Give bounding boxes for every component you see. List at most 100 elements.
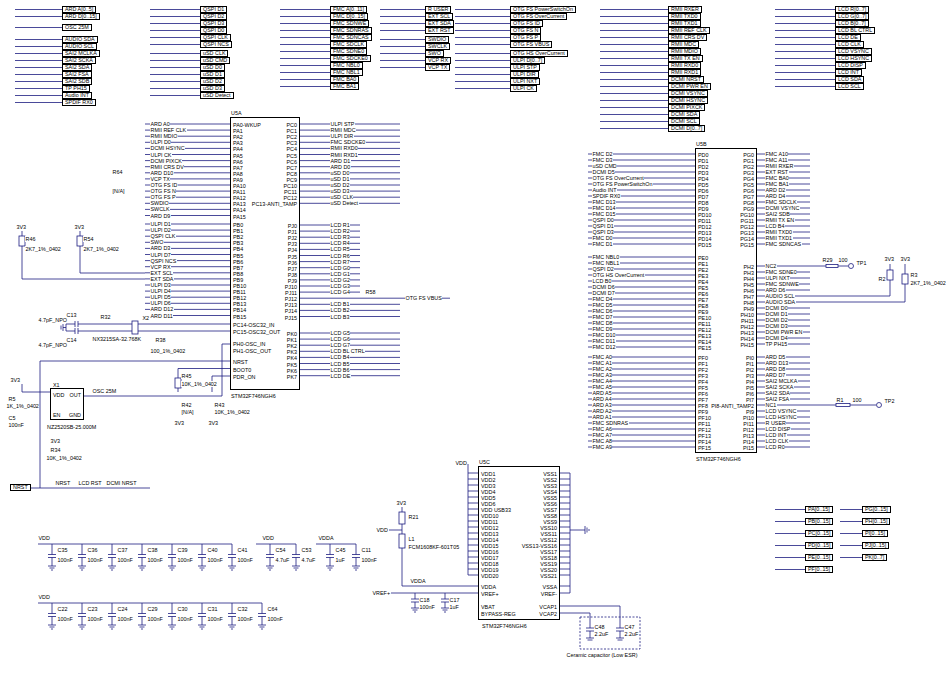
- wire: [300, 178, 400, 179]
- part-label: U5A: [231, 110, 242, 116]
- wire: [560, 521, 570, 522]
- wire: [455, 67, 510, 68]
- pin-name: PG2: [743, 164, 754, 170]
- wire: [52, 617, 53, 626]
- pin-name: PA10: [233, 183, 246, 189]
- capacitor-label: C37: [117, 547, 128, 553]
- pin-name: PA12: [233, 195, 246, 201]
- wire: [380, 9, 425, 10]
- pin-name: PA2: [233, 134, 243, 140]
- wire: [22, 231, 145, 279]
- pin-name: PE12: [698, 327, 711, 333]
- pin-name: PC7: [287, 165, 298, 171]
- wire: [616, 638, 624, 639]
- part-text: C13: [66, 312, 77, 318]
- pin-name: PB0: [233, 222, 243, 228]
- part-text: 4.7pF_NPO: [38, 317, 67, 323]
- part-text: 2.2uF: [624, 631, 639, 637]
- pin-name: PF12: [698, 427, 711, 433]
- wire: [201, 570, 203, 571]
- wire: [775, 521, 805, 522]
- net-label: LCD G0: [330, 265, 350, 271]
- pin-name: PH11: [741, 318, 754, 324]
- capacitor-label: C64: [267, 606, 278, 612]
- part-text: 3V3: [10, 377, 21, 383]
- pin-name: PC3: [287, 140, 298, 146]
- wire: [560, 557, 570, 558]
- wire: [587, 528, 588, 533]
- pin-name: PF10: [698, 415, 711, 421]
- pin-name: PG6: [743, 188, 754, 194]
- wire: [560, 593, 570, 594]
- wire: [296, 558, 297, 567]
- pin-name: PD8: [698, 200, 709, 206]
- net-label: EXT SDA: [150, 276, 174, 282]
- wire: [280, 16, 330, 17]
- pin-name: PD1: [698, 158, 709, 164]
- pin-name: VSS4: [543, 489, 557, 495]
- pin-name: PE13: [698, 333, 711, 339]
- wire: [81, 629, 83, 630]
- pin-name: PC8: [287, 171, 298, 177]
- wire: [150, 53, 200, 54]
- part-text: R64: [112, 169, 123, 175]
- wire: [170, 627, 175, 628]
- wire: [141, 570, 143, 571]
- part-text: R42: [181, 402, 192, 408]
- pin-name: VSS11: [541, 531, 557, 537]
- net-label: LCD G5: [330, 330, 350, 336]
- wire: [775, 58, 835, 59]
- net-label: ARD D1: [330, 158, 351, 164]
- net-label: ARD D3: [150, 245, 171, 251]
- wire: [600, 100, 668, 101]
- wire: [50, 568, 55, 569]
- pin-name: EN: [53, 412, 61, 418]
- net-label: ULPI D6: [150, 300, 171, 306]
- wire: [468, 551, 478, 552]
- pin-name: VDD6: [481, 501, 495, 507]
- wire: [840, 557, 862, 558]
- capacitor-label: 100nF: [237, 557, 253, 563]
- wire: [108, 613, 116, 614]
- wire: [411, 599, 419, 600]
- wire: [108, 554, 116, 555]
- net-port: PI[0..15]: [862, 530, 888, 537]
- wire: [280, 79, 330, 80]
- wire: [300, 310, 400, 311]
- wire: [198, 625, 206, 626]
- wire: [171, 629, 173, 630]
- part-text: VDD: [38, 535, 50, 541]
- pin-name: PI11: [743, 421, 754, 427]
- wire: [81, 570, 83, 571]
- wire: [150, 81, 200, 82]
- part-text: [N/A]: [112, 188, 125, 194]
- wire: [455, 60, 510, 61]
- part-text: LCD RST: [78, 480, 102, 486]
- net-port: PB[0..15]: [805, 518, 833, 525]
- wire: [455, 88, 510, 89]
- part-text: 3V3: [208, 420, 219, 426]
- pin-name: PF0: [698, 355, 708, 361]
- wire: [380, 39, 425, 40]
- wire: [775, 86, 835, 87]
- net-label: ARD D10: [150, 170, 174, 176]
- part-text: R43: [214, 402, 225, 408]
- pin-name: PE15: [698, 345, 711, 351]
- wire: [150, 16, 200, 17]
- part-text: Ceramic capacitor (Low ESR): [566, 652, 638, 658]
- pin-name: VBAT: [481, 604, 495, 610]
- wire: [810, 405, 876, 406]
- wire: [468, 563, 478, 564]
- wire: [82, 544, 83, 555]
- wire: [600, 65, 668, 66]
- wire: [138, 554, 146, 555]
- pin-name: PH8: [744, 300, 755, 306]
- net-label: LCD R4: [330, 240, 350, 246]
- part-text: R29: [822, 257, 833, 263]
- wire: [444, 612, 446, 613]
- wire: [330, 558, 331, 567]
- wire: [15, 102, 62, 103]
- wire: [441, 599, 449, 600]
- wire: [262, 603, 263, 614]
- wire: [455, 81, 510, 82]
